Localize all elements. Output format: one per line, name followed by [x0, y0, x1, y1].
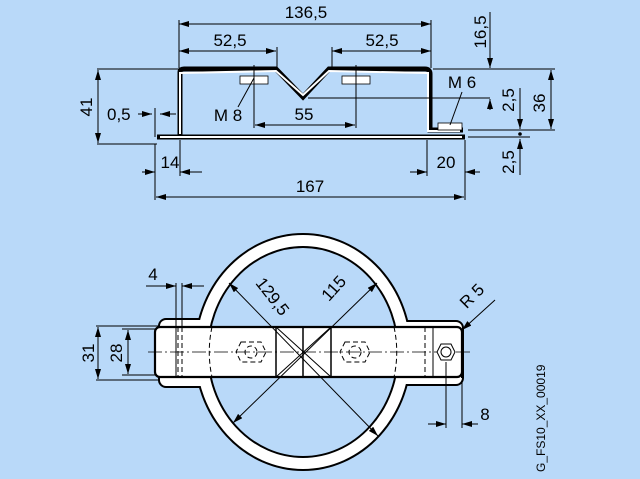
drawing-id: G_FS10_XX_00019 — [534, 364, 548, 472]
dim-136-5: 136,5 — [285, 3, 328, 22]
dim-52-5-right: 52,5 — [365, 31, 398, 50]
dim-r5: R 5 — [456, 280, 488, 312]
dim-31: 31 — [79, 344, 98, 363]
bracket-profile — [157, 66, 465, 140]
dim-36: 36 — [530, 94, 549, 113]
dim-167: 167 — [296, 177, 324, 196]
dim-41: 41 — [77, 98, 96, 117]
dim-16-5: 16,5 — [471, 15, 490, 48]
label-m6: M 6 — [448, 73, 476, 92]
dim-8: 8 — [480, 405, 489, 424]
top-view: 129,5 115 R 5 4 31 28 8 — [79, 233, 496, 471]
dim-2-5-v: 2,5 — [499, 88, 518, 112]
bolt-m6 — [436, 343, 456, 361]
nut-m6 — [437, 122, 463, 131]
dim-52-5-left: 52,5 — [213, 31, 246, 50]
dim-14: 14 — [161, 153, 180, 172]
side-view: 136,5 52,5 52,5 41 0,5 55 M 8 M 6 14 20 … — [77, 3, 555, 200]
dim-2-5-flange: 2,5 — [499, 150, 518, 174]
dim-28: 28 — [107, 344, 126, 363]
dim-4: 4 — [148, 265, 157, 284]
dim-20: 20 — [437, 153, 456, 172]
dim-0-5: 0,5 — [107, 105, 131, 124]
dim-55: 55 — [295, 105, 314, 124]
label-m8: M 8 — [214, 106, 242, 125]
